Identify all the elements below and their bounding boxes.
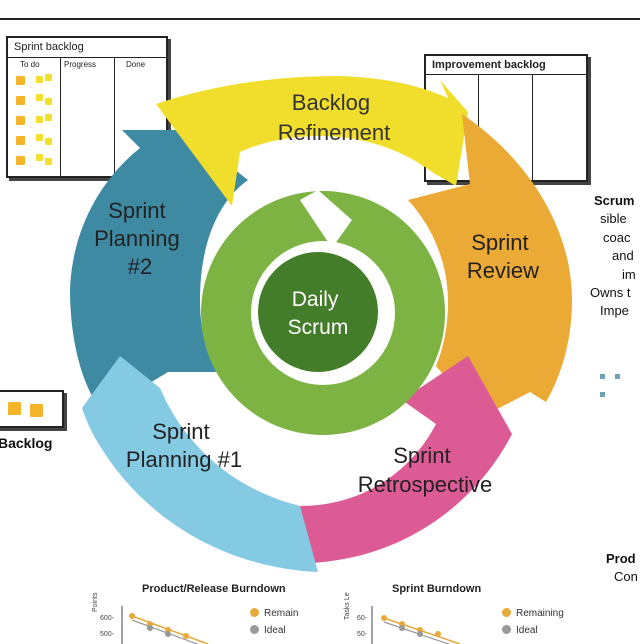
role-text-line: Owns t (590, 285, 631, 300)
sprint-tick: 60- (357, 615, 368, 622)
dotted-connector (600, 366, 640, 402)
sprint-burndown-y-axis: Tasks Le (344, 592, 351, 620)
sprint-retrospective-segment (288, 356, 512, 564)
sprint-planning-1-segment (82, 356, 318, 572)
scrum-master-heading: Scrum (594, 193, 635, 208)
column-todo: To do (20, 60, 40, 69)
backlog-refinement-segment (156, 76, 468, 206)
daily-scrum-label: Daily Scrum (288, 288, 349, 339)
release-tick: 600- (100, 615, 115, 622)
release-burndown-title: Product/Release Burndown (142, 583, 286, 595)
sprint-planning-1-label: Sprint Planning #1 (126, 419, 242, 472)
column-done: Done (126, 60, 146, 69)
sprint-retrospective-label: Sprint Retrospective (358, 443, 493, 497)
role-text-line: and (612, 248, 634, 263)
role-text-line: sible (600, 211, 627, 226)
product-owner-heading: Prod (606, 551, 636, 566)
role-text-line: im (622, 267, 636, 282)
sprint-tick: 50- (357, 631, 368, 638)
board-header-divider (8, 57, 166, 58)
ideal-legend-dot (250, 625, 259, 634)
column-divider (60, 57, 61, 176)
backlog-refinement-label: Backlog Refinement (278, 90, 391, 145)
backlog-label: Backlog (0, 435, 53, 451)
daily-scrum-center (258, 252, 378, 372)
sprint-planning-2-segment (70, 130, 248, 412)
board-header-divider (426, 74, 586, 75)
improvement-backlog-title: Improvement backlog (432, 59, 546, 71)
product-owner-text: Con (614, 569, 638, 584)
release-burndown-y-axis: Points (92, 592, 99, 612)
daily-scrum-ring-gap (300, 190, 352, 248)
sprint-burndown-chart (371, 606, 461, 644)
release-legend-remain: Remain (250, 608, 298, 619)
sprint-review-segment (408, 114, 572, 418)
ideal-legend-dot (502, 625, 511, 634)
release-legend-ideal: Ideal (250, 625, 286, 636)
column-progress: Progress (64, 60, 97, 69)
role-text-line: coac (603, 230, 631, 245)
remain-legend-dot (250, 608, 259, 617)
release-burndown-chart (121, 606, 209, 644)
sprint-review-label: Sprint Review (467, 230, 539, 283)
release-tick: 500- (100, 631, 115, 638)
column-divider (532, 74, 533, 180)
product-backlog-fragment (0, 390, 64, 428)
sprint-burndown-title: Sprint Burndown (392, 583, 482, 595)
remaining-legend-dot (502, 608, 511, 617)
sprint-legend-remaining: Remaining (502, 608, 564, 619)
sprint-planning-2-label: Sprint Planning #2 (94, 198, 186, 279)
sprint-backlog-title: Sprint backlog (14, 41, 84, 53)
sprint-legend-ideal: Ideal (502, 625, 538, 636)
role-text-line: Impe (600, 303, 629, 318)
column-divider (114, 57, 115, 176)
top-border-line (0, 18, 640, 20)
